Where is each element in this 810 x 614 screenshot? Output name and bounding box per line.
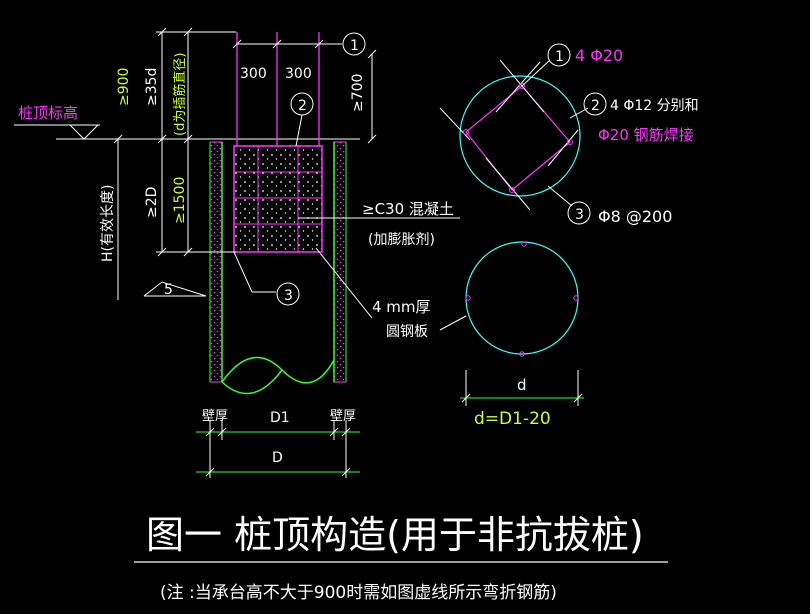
dim-300-right: 300: [285, 66, 312, 82]
plate-note-line2: 圆钢板: [386, 324, 428, 340]
pile-section: 桩顶标高 300 300: [14, 27, 460, 478]
drawing-title-block: 图一 桩顶构造(用于非抗拔桩) (注 :当承台高不大于900时需如图虚线所示弯折…: [134, 513, 668, 603]
concrete-note-line2: (加膨胀剂): [368, 231, 435, 248]
callout-1-left: 1: [350, 38, 359, 54]
dim-300-left: 300: [240, 66, 267, 82]
slope-5-label: 5: [164, 282, 173, 298]
elevation-symbol: [60, 124, 100, 140]
callout-3-right: 3: [575, 207, 584, 223]
drawing-note: (注 :当承台高不大于900时需如图虚线所示弯折钢筋): [160, 583, 557, 603]
concrete-note-line1: ≥C30 混凝土: [362, 200, 454, 218]
dim-2D: ≥2D: [144, 187, 160, 218]
pile-plan-circle-bottom: [465, 241, 579, 355]
bar-2-spec-line1: 4 Φ12 分别和: [610, 98, 699, 114]
dim-1500: ≥1500: [172, 177, 188, 224]
pile-wall-left: [209, 141, 223, 383]
rebar-cage: [234, 146, 322, 252]
drawing-title: 图一 桩顶构造(用于非抗拔桩): [146, 513, 644, 557]
rebar-plan-view: 1 4 Φ20 2 4 Φ12 分别和 Φ20 钢筋焊接 3 Φ8 @200 d…: [439, 43, 699, 429]
dim-700: ≥700: [350, 74, 366, 112]
dim-d: d: [517, 376, 527, 394]
wall-thickness-left: 壁厚: [202, 409, 228, 424]
diameter-formula: d=D1-20: [474, 409, 551, 429]
dim-D: D: [272, 450, 283, 466]
effective-length-label: H(有效长度): [100, 185, 116, 262]
slope-symbol: [143, 281, 207, 297]
callout-1-right: 1: [555, 49, 564, 65]
dim-900: ≥900: [116, 68, 132, 106]
plate-note-line1: 4 mm厚: [372, 298, 431, 316]
dim-D1: D1: [270, 410, 290, 426]
pile-break-line: [221, 356, 335, 384]
dim-35d: ≥35d: [144, 68, 160, 106]
callout-2-left: 2: [298, 98, 307, 114]
bar-1-spec: 4 Φ20: [575, 46, 623, 65]
rebar-diamond: [465, 85, 571, 191]
pile-top-elevation-label: 桩顶标高: [18, 104, 78, 122]
bar-3-spec: Φ8 @200: [598, 207, 672, 226]
callout-3-circle: [276, 282, 300, 306]
concrete-plug: [233, 145, 323, 253]
wall-thickness-right: 壁厚: [330, 409, 356, 424]
bar-2-spec-line2: Φ20 钢筋焊接: [598, 126, 694, 144]
callout-1-circle: [342, 32, 366, 56]
pile-wall-right: [333, 141, 347, 383]
dim-d-note: (d为插筋直径): [172, 53, 188, 136]
callout-2-right: 2: [591, 98, 600, 114]
dowel-bars: [236, 32, 320, 146]
pile-plan-circle-top: [459, 75, 581, 197]
callout-3-left: 3: [284, 288, 293, 304]
